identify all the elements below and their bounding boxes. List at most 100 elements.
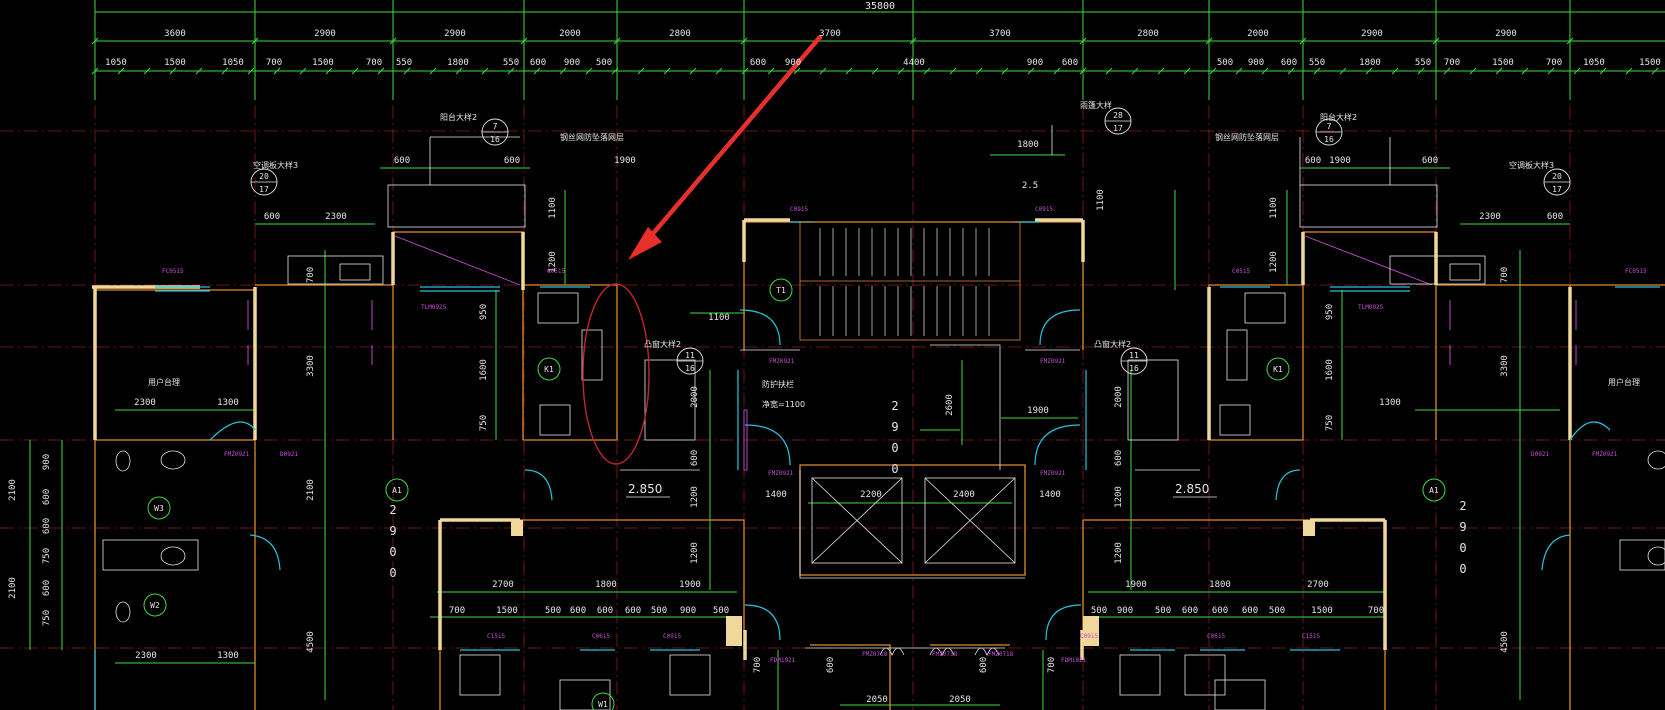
dimension-tick <box>871 67 879 75</box>
dimension-tick <box>1079 67 1087 75</box>
dimension-label: 600 <box>1182 606 1198 616</box>
dimension-tick <box>585 67 593 75</box>
dimension-tick <box>429 67 437 75</box>
dimension-label: 700 <box>1444 58 1460 68</box>
dimension-label: 2050 <box>866 695 888 705</box>
window-door-label: FMZ0921 <box>769 358 795 365</box>
dimension-tick <box>1235 67 1243 75</box>
dimension-labels-vertical: 1100120095016007507003300210045002000600… <box>8 189 1510 673</box>
window-door-label: C0515 <box>547 268 565 275</box>
dimension-tick <box>273 67 281 75</box>
dimension-label-vertical: 2100 <box>306 479 316 501</box>
dimension-label: 1800 <box>1017 140 1039 150</box>
dimension-label: 550 <box>396 58 412 68</box>
window-door-label: FMZ0921 <box>1592 451 1618 458</box>
dimension-tick <box>819 67 827 75</box>
dimension-label: 1900 <box>1329 156 1351 166</box>
dimension-label: 4400 <box>903 58 925 68</box>
detail-callout-sheet: 16 <box>685 364 695 373</box>
axis-tag-circle <box>143 593 167 617</box>
dimension-label: 1400 <box>765 490 787 500</box>
dimension-label: 1050 <box>1583 58 1605 68</box>
room-label: 净宽=1100 <box>762 399 805 409</box>
dimension-label-vertical: 2000 <box>690 386 700 408</box>
dimension-label: 500 <box>713 606 729 616</box>
axis-tag-circle <box>385 478 409 502</box>
room-label: 凸窗大样2 <box>1094 339 1131 349</box>
dimension-label: 2300 <box>1479 212 1501 222</box>
dimension-tick <box>117 67 125 75</box>
dimension-label: 600 <box>1281 58 1297 68</box>
window-door-label: D0921 <box>280 451 298 458</box>
dimension-label-vertical: 700 <box>306 267 316 283</box>
dimension-tick <box>975 67 983 75</box>
dimension-tick <box>637 67 645 75</box>
dimension-tick <box>1365 67 1373 75</box>
axis-tag-label: K1 <box>1273 365 1283 374</box>
dimension-tick <box>949 67 957 75</box>
window-door-label: FDM1021 <box>1061 657 1087 664</box>
dimension-label-vertical: 750 <box>42 610 52 626</box>
dimension-tick <box>1339 67 1347 75</box>
dimension-label: 2900 <box>1361 29 1383 39</box>
dimension-tick <box>793 67 801 75</box>
stacked-number: 2 <box>1459 499 1466 513</box>
stacked-number: 0 <box>389 545 396 559</box>
dimension-label: 700 <box>1546 58 1562 68</box>
window-door-label: FMZ0921 <box>1040 470 1066 477</box>
dimension-label: 1300 <box>217 398 239 408</box>
dimension-label: 600 <box>504 156 520 166</box>
stacked-number: 0 <box>891 441 898 455</box>
dimension-label: 2000 <box>1247 29 1269 39</box>
dimension-label: 1900 <box>1125 580 1147 590</box>
detail-callout-number: 20 <box>259 172 269 181</box>
dimension-label-vertical: 600 <box>1114 450 1124 466</box>
dimension-tick <box>1157 67 1165 75</box>
dimension-label-vertical: 1600 <box>1325 359 1335 381</box>
detail-callout-number: 7 <box>1327 122 1332 131</box>
dimension-tick <box>533 67 541 75</box>
dimension-label: 2900 <box>444 29 466 39</box>
dimension-tick <box>299 67 307 75</box>
dimension-label: 550 <box>1309 58 1325 68</box>
window-door-label: TLM0925 <box>421 304 447 311</box>
dimension-label: 2800 <box>669 29 691 39</box>
dimension-tick <box>1495 67 1503 75</box>
dimension-label: 700 <box>449 606 465 616</box>
dimension-label: 700 <box>366 58 382 68</box>
dimension-label: 3700 <box>819 29 841 39</box>
dimension-tick <box>1105 67 1113 75</box>
dimension-label-vertical: 950 <box>479 304 489 320</box>
dimension-label: 2700 <box>1307 580 1329 590</box>
dimension-label: 600 <box>597 606 613 616</box>
dimension-label-vertical: 1200 <box>1114 486 1124 508</box>
dimension-tick <box>143 67 151 75</box>
windows <box>94 221 1660 710</box>
dimension-tick <box>1417 67 1425 75</box>
dimension-label-vertical: 2000 <box>1114 386 1124 408</box>
stacked-number: 9 <box>1459 520 1466 534</box>
dimension-label: 3700 <box>989 29 1011 39</box>
dimension-label: 500 <box>1155 606 1171 616</box>
dimension-label: 600 <box>264 212 280 222</box>
dimension-label-vertical: 2600 <box>945 394 955 416</box>
window-door-label: C0615 <box>592 633 610 640</box>
window-door-label: C0515 <box>1232 268 1250 275</box>
dimension-tick <box>1625 67 1633 75</box>
pointer-arrow-shaft <box>642 34 823 246</box>
detail-callout-number: 11 <box>1129 351 1139 360</box>
dimension-tick <box>1469 67 1477 75</box>
room-labels: 用户台理用户台理防护扶栏净宽=1100钢丝网防坠落网层钢丝网防坠落网层阳台大样2… <box>148 100 1640 409</box>
dimension-label: 1800 <box>1359 58 1381 68</box>
dimension-label: 3600 <box>164 29 186 39</box>
dimension-tick <box>1183 67 1191 75</box>
dimension-label-vertical: 700 <box>1047 657 1057 673</box>
dimension-tick <box>1209 67 1217 75</box>
dimension-label: 600 <box>1422 156 1438 166</box>
window-door-label: FC0515 <box>1625 268 1647 275</box>
elevator-shafts <box>811 477 1016 564</box>
room-label: 钢丝网防坠落网层 <box>560 132 624 142</box>
